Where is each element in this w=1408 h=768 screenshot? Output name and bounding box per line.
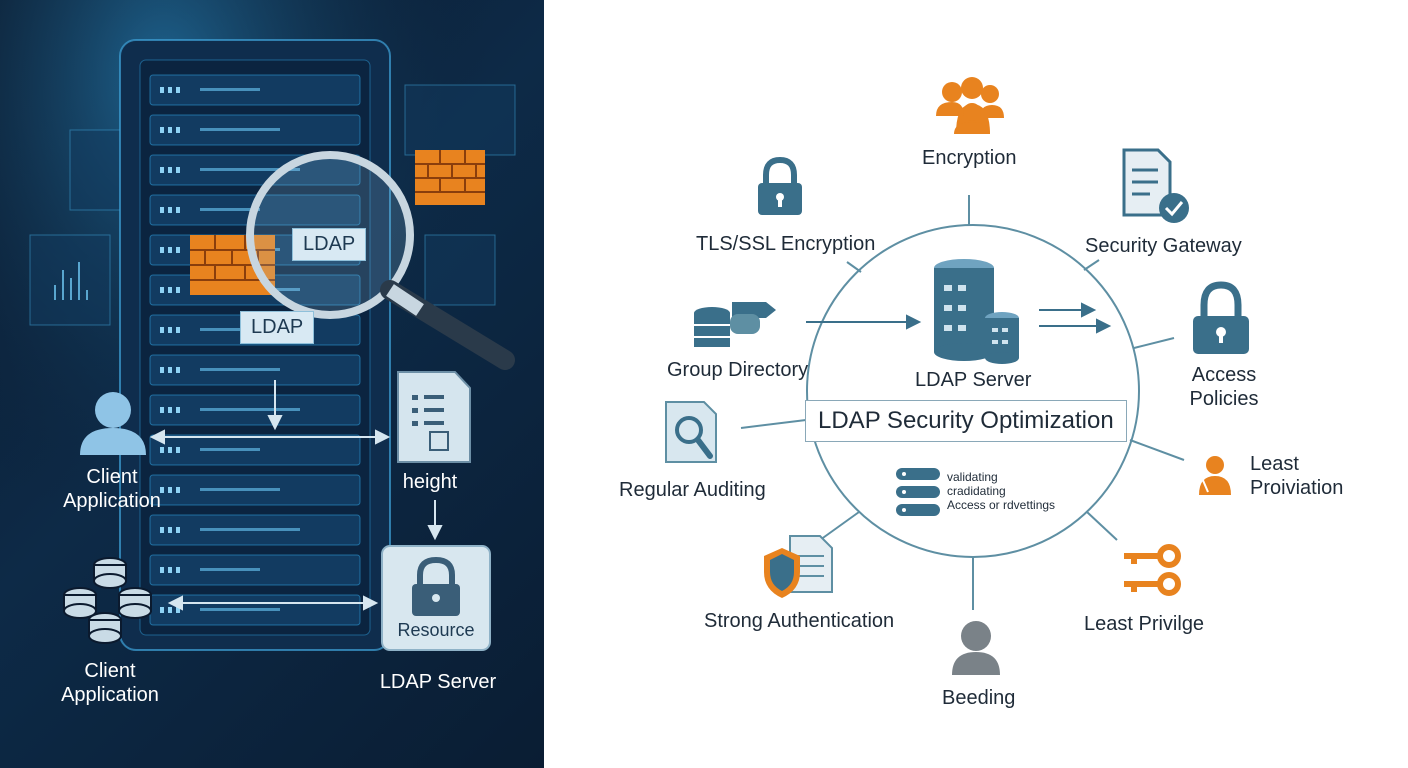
rack-led [168,567,172,573]
rack-led [160,87,164,93]
ldap-server-label-left: LDAP Server [379,671,497,693]
rack-activity-line [200,168,300,171]
rack-led [168,247,172,253]
ldap-server-center-label: LDAP Server [915,369,1032,391]
rack-led [160,287,164,293]
rack-led [168,407,172,413]
resource-label: Resource [397,620,475,640]
rack-led [160,247,164,253]
least-provisioning-label: Least Proiviation [1250,453,1344,499]
rack-led [176,487,180,493]
settings-stack-icon [896,468,940,516]
rack-led [160,207,164,213]
group-directory-label: Group Directory [667,359,809,381]
ldap-server-icon [934,259,1019,364]
least-privilege-label: Least Privilge [1084,613,1205,635]
rack-led [176,407,180,413]
rack-led [176,167,180,173]
rack-activity-line [200,368,280,371]
security-gateway-label: Security Gateway [1085,235,1242,257]
lock-icon [758,156,802,215]
rack-led [160,447,164,453]
rack-activity-line [200,608,280,611]
ldap-badge-mid: LDAP [240,311,315,344]
user-icon [80,392,146,455]
rack-led [168,607,172,613]
client-application-label-1: Client Application [63,466,161,512]
rack-led [160,567,164,573]
audit-search-icon [665,401,717,463]
rack-led [176,247,180,253]
rack-led [176,87,180,93]
encryption-label: Encryption [922,147,1017,169]
rack-led [160,367,164,373]
rack-led [160,327,164,333]
rack-led [176,607,180,613]
left-illustration-panel: LDAP LDAP Client Application Client Appl… [0,0,544,768]
generic-user-icon [952,621,1000,675]
rack-led [176,367,180,373]
rack-led [168,327,172,333]
directory-database-icon [694,302,776,347]
client-application-label-2: Client Application [61,660,159,706]
rack-activity-line [200,408,300,411]
rack-led [160,167,164,173]
rack-led [160,407,164,413]
rack-led [176,287,180,293]
ldap-security-optimization-title: LDAP Security Optimization [805,400,1127,442]
users-group-icon [936,77,1004,134]
resource-lock-icon [381,545,491,651]
rack-led [160,127,164,133]
rack-led [160,527,164,533]
rack-activity-line [200,528,300,531]
key-icon [1124,544,1181,596]
rack-led [176,567,180,573]
ldap-badge-top: LDAP [292,228,367,261]
rack-led [160,487,164,493]
rack-activity-line [200,328,260,331]
rack-led [168,167,172,173]
rack-led [176,527,180,533]
rack-led [160,607,164,613]
rack-led [168,127,172,133]
right-diagram-panel: Encryption TLS/SSL Encryption Security G… [544,0,1408,768]
strong-authentication-label: Strong Authentication [704,610,895,632]
database-icon [63,557,152,644]
rack-led [168,527,172,533]
rack-led [168,367,172,373]
rack-led [168,487,172,493]
beeding-label: Beeding [942,687,1016,709]
rack-led [168,87,172,93]
firewall-icon [190,150,485,295]
inner-notes: validating cradidating Access or rdvetti… [947,470,1056,512]
rack-led [168,207,172,213]
server-rack-illustration [0,0,544,768]
rack-activity-line [200,568,260,571]
rack-led [168,287,172,293]
rack-led [168,447,172,453]
shield-icon [764,535,833,598]
rack-led [176,207,180,213]
tls-ssl-label: TLS/SSL Encryption [696,233,876,255]
rack-activity-line [200,488,280,491]
rack-activity-line [200,448,260,451]
rack-led [176,327,180,333]
rack-activity-line [200,208,260,211]
document-icon [397,371,471,463]
rack-activity-line [200,88,260,91]
access-lock-icon [1193,281,1249,354]
security-diagram [665,77,1249,675]
provisioning-user-icon [1199,456,1231,495]
height-label: height [402,471,458,493]
rack-led [176,447,180,453]
rack-activity-line [200,128,280,131]
regular-auditing-label: Regular Auditing [619,479,766,501]
document-check-icon [1122,148,1189,223]
rack-led [176,127,180,133]
access-policies-label: Access Policies [1189,364,1259,410]
